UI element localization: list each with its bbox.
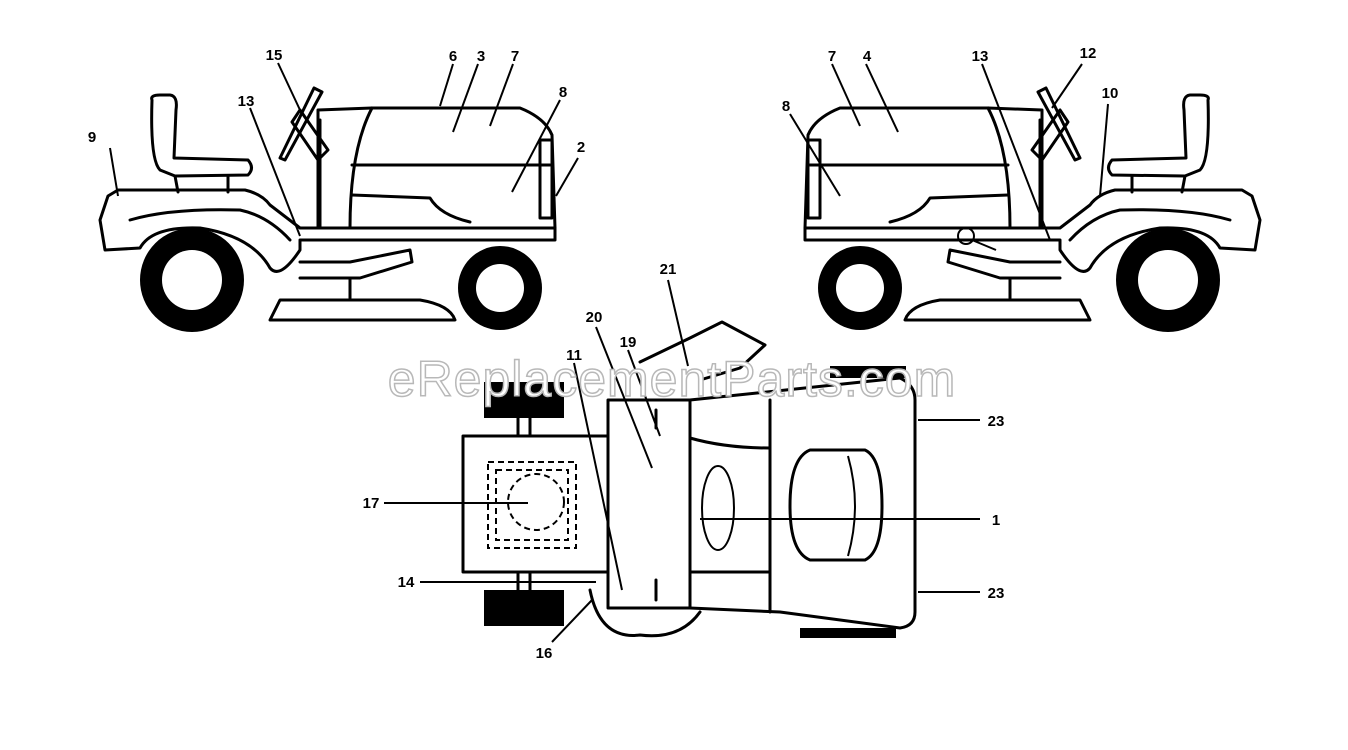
callout-16: 16	[536, 645, 553, 662]
ignition-key-icon	[957, 227, 997, 251]
callout-21: 21	[660, 261, 677, 278]
callout-10: 10	[1102, 85, 1119, 102]
callout-14: 14	[398, 574, 415, 591]
tractor-right-side-view	[803, 86, 1262, 332]
tractor-top-view	[461, 320, 917, 638]
callout-23-top: 23	[988, 413, 1005, 430]
callout-4: 4	[863, 48, 872, 65]
callout-7-right: 7	[828, 48, 836, 65]
watermark: eReplacementParts.com	[388, 351, 956, 407]
callout-11: 11	[566, 347, 582, 364]
callout-6: 6	[449, 48, 457, 65]
callout-17: 17	[363, 495, 380, 512]
callout-8-right: 8	[782, 98, 790, 115]
callout-9: 9	[88, 129, 96, 146]
callout-labels: 9 13 15 6 3 7 8 2 7 4 8 13 12 10 21 20 1…	[88, 45, 1119, 662]
callout-13-right: 13	[972, 48, 989, 65]
callout-8-left: 8	[559, 84, 567, 101]
callout-12: 12	[1080, 45, 1097, 62]
callout-23-bottom: 23	[988, 585, 1005, 602]
callout-1: 1	[992, 512, 1000, 529]
tractor-left-side-view	[98, 86, 557, 332]
callout-2: 2	[577, 139, 585, 156]
callout-7-left: 7	[511, 48, 519, 65]
callout-15: 15	[266, 47, 283, 64]
leader-lines	[109, 62, 1109, 643]
callout-20: 20	[586, 309, 603, 326]
callout-19: 19	[620, 334, 637, 351]
callout-13-left: 13	[238, 93, 255, 110]
callout-3: 3	[477, 48, 485, 65]
